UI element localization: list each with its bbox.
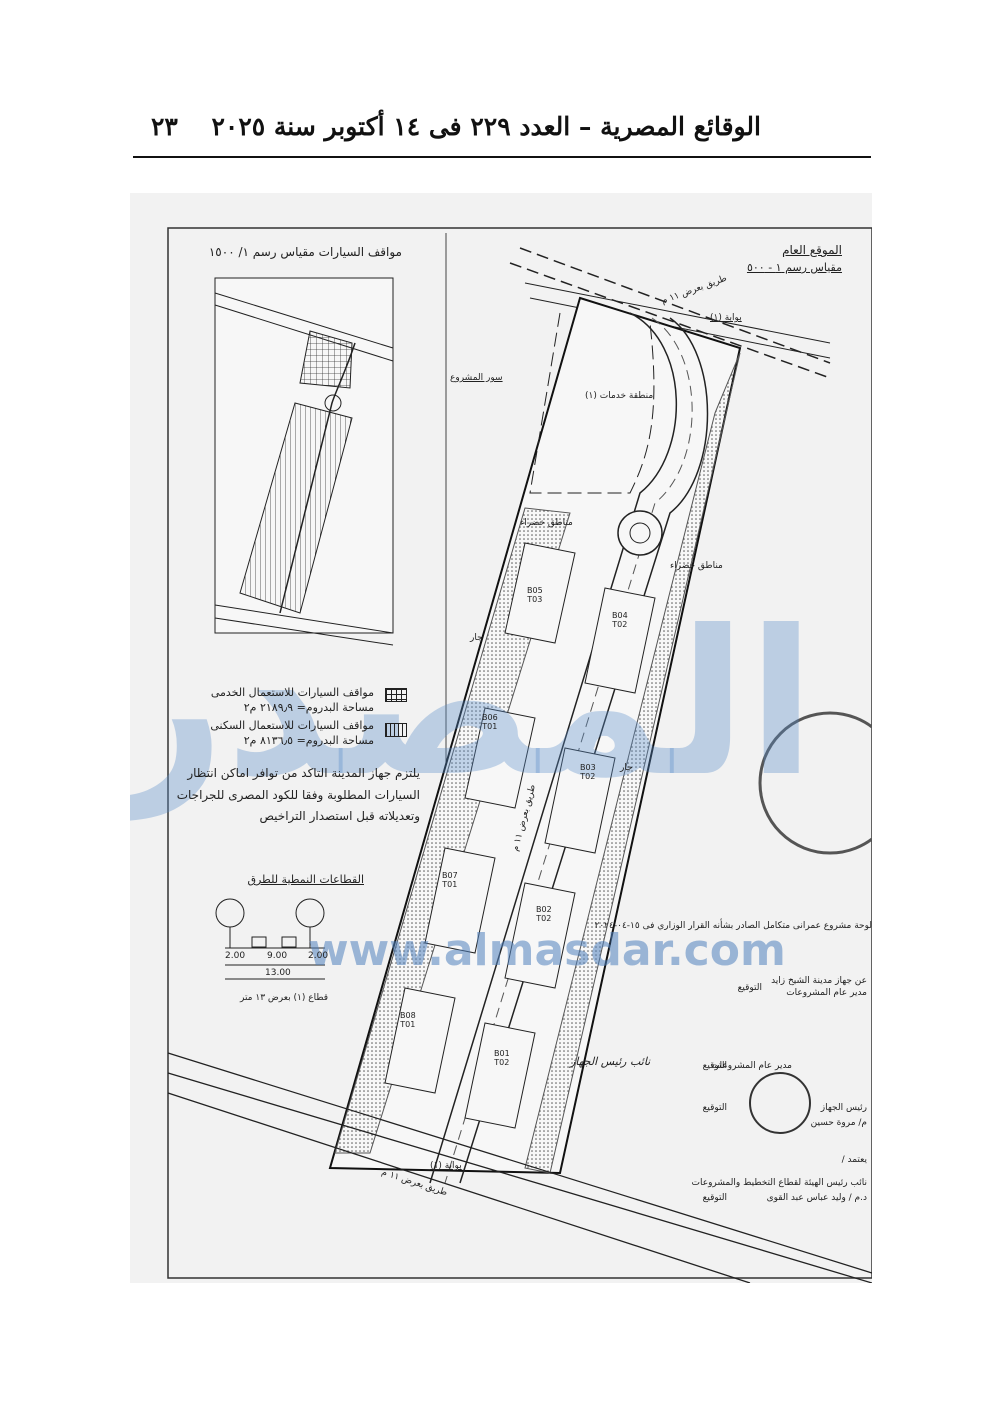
signature-label: التوقيع bbox=[702, 1193, 727, 1203]
note-line: يلتزم جهاز المدينة التاكد من توافر اماكن… bbox=[187, 766, 420, 780]
parking-inset bbox=[214, 277, 394, 646]
dim: 9.00 bbox=[267, 951, 288, 961]
seal bbox=[758, 711, 872, 855]
site-plan-scan: المصدر www.almasdar.com مواقف السيارات م… bbox=[130, 193, 872, 1283]
approval-vp: نائب رئيس الهيئة لقطاع التخطيط والمشروعا… bbox=[691, 1178, 868, 1188]
approval-project-line: لوحة مشروع عمرانى متكامل الصادر بشأنه ال… bbox=[594, 921, 872, 931]
dim: 2.00 bbox=[308, 951, 329, 961]
header-divider bbox=[133, 156, 871, 158]
site-plan-drawing bbox=[167, 227, 872, 1283]
label-neighbor-1: جار bbox=[470, 633, 483, 643]
signature-label: التوقيع bbox=[737, 983, 762, 993]
dim-total: 13.00 bbox=[265, 968, 291, 978]
note-line: السيارات المطلوبة وفقا للكود المصرى للجر… bbox=[176, 788, 420, 802]
watermark-logo: المصدر bbox=[130, 588, 816, 821]
approval-head: رئيس الجهاز bbox=[820, 1103, 867, 1113]
legend-swatch-lines bbox=[385, 723, 407, 737]
site-title: الموقع العام bbox=[782, 243, 842, 257]
road-section-drawing bbox=[215, 898, 325, 980]
approval-gm-projects-2: مدير عام المشروعات bbox=[711, 1061, 792, 1071]
page-number: ٢٣ bbox=[151, 112, 178, 141]
legend-label: مواقف السيارات للاستعمال السكنى bbox=[210, 719, 374, 732]
label-service-zone: منطقة خدمات (١) bbox=[585, 391, 654, 401]
signature-label: التوقيع bbox=[702, 1103, 727, 1113]
legend-label: مواقف السيارات للاستعمال الخدمى bbox=[210, 686, 374, 699]
watermark-site: www.almasdar.com bbox=[308, 925, 786, 976]
page-header: الوقائع المصرية – العدد ٢٢٩ فى ١٤ أكتوبر… bbox=[133, 112, 871, 156]
dim: 2.00 bbox=[225, 951, 246, 961]
approval-deputy: نائب رئيس الجهاز bbox=[570, 1055, 651, 1068]
gazette-title: الوقائع المصرية – العدد ٢٢٩ فى ١٤ أكتوبر… bbox=[211, 112, 761, 141]
label-green-2: مناطق خضراء bbox=[670, 561, 723, 571]
legend-area: مساحة البدروم= ٨١٣٦٫٥ م٢ bbox=[243, 734, 374, 747]
seal-small bbox=[749, 1072, 811, 1134]
buildings bbox=[384, 542, 656, 1129]
label-gate-bottom: بوابة (١) bbox=[430, 1161, 462, 1171]
signature-label: التوقيع bbox=[702, 1061, 727, 1071]
road-section-caption: قطاع (١) بعرض ١٣ متر bbox=[240, 993, 328, 1003]
approval-authority: عن جهاز مدينة الشيخ زايد bbox=[771, 976, 867, 986]
legend-area: مساحة البدروم= ٢١٨٩٫٩ م٢ bbox=[243, 701, 374, 714]
approval-approved: يعتمد / bbox=[841, 1155, 867, 1165]
note-line: وتعديلاته قبل استصدار التراخيص bbox=[259, 809, 420, 823]
site-scale: مقياس رسم ١ - ٥٠٠ bbox=[746, 261, 842, 274]
parking-inset-title: مواقف السيارات مقياس رسم ١/ ١٥٠٠ bbox=[208, 245, 402, 259]
legend-swatch-grid bbox=[385, 688, 407, 702]
approval-head-name: م/ مروة حسين bbox=[810, 1118, 867, 1128]
label-green-1: مناطق خضراء bbox=[520, 518, 573, 528]
frame bbox=[167, 227, 872, 1279]
approval-vp-name: د.م / وليد عباس عبد القوى bbox=[766, 1193, 867, 1203]
approval-gm-projects: مدير عام المشروعات bbox=[786, 988, 867, 998]
label-neighbor-2: جار bbox=[620, 763, 633, 773]
road-section-title: القطاعات النمطية للطرق bbox=[247, 873, 364, 886]
label-project-fence: سور المشروع bbox=[450, 373, 503, 383]
label-gate-top: بوابة (١) bbox=[710, 313, 742, 323]
